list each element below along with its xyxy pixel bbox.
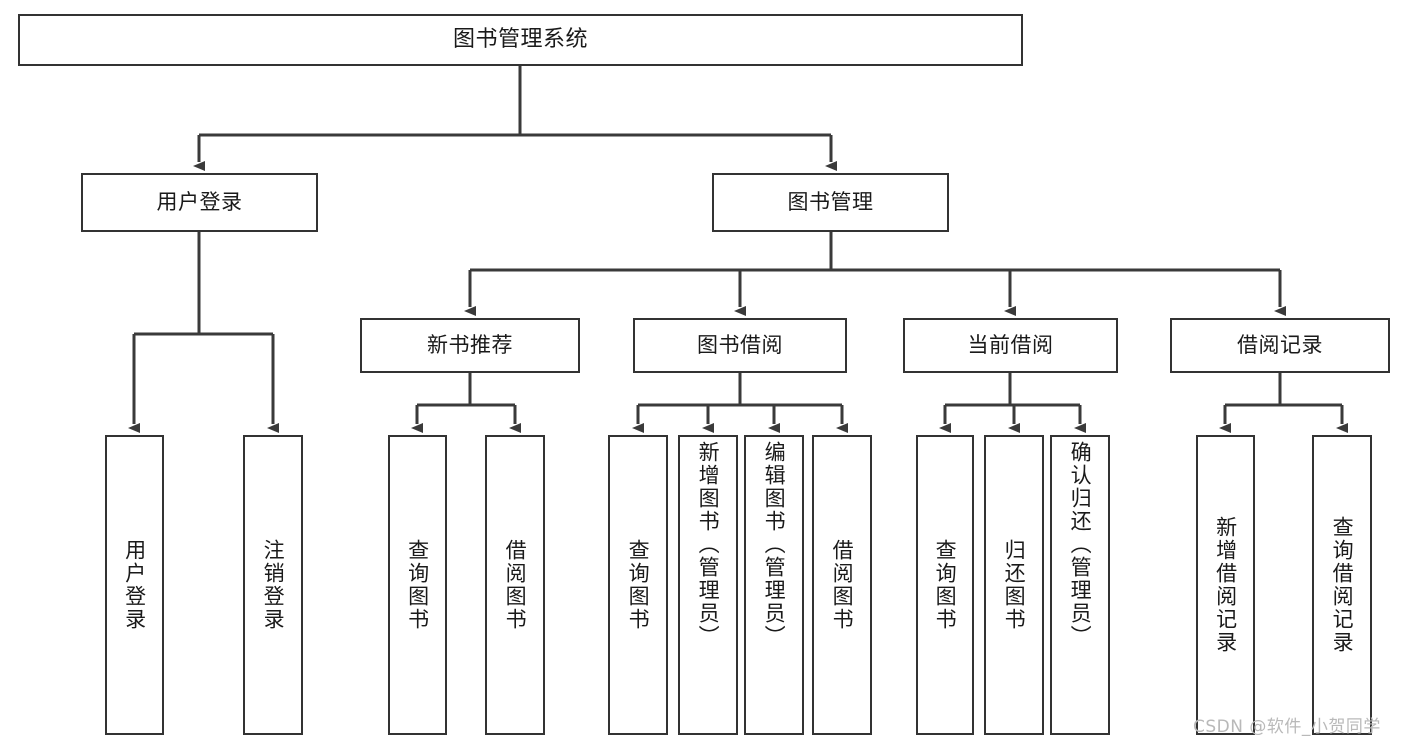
node-leaf-logout-label: 注销登录 xyxy=(261,539,286,631)
node-book-manage-label: 图书管理 xyxy=(787,190,874,215)
node-user-login-label: 用户登录 xyxy=(156,190,243,215)
node-leaf-borrow-book-2-label: 借阅图书 xyxy=(830,539,855,631)
node-leaf-logout[interactable]: 注销登录 xyxy=(243,435,303,735)
node-borrow-record[interactable]: 借阅记录 xyxy=(1170,318,1390,373)
node-leaf-edit-book[interactable]: 编辑图书（管理员） xyxy=(744,435,804,735)
node-leaf-user-login-label: 用户登录 xyxy=(122,539,147,631)
node-borrow-record-label: 借阅记录 xyxy=(1237,333,1323,358)
node-new-book-rec[interactable]: 新书推荐 xyxy=(360,318,580,373)
node-leaf-add-book-label: 新增图书（管理员） xyxy=(696,441,721,648)
node-leaf-borrow-book-2[interactable]: 借阅图书 xyxy=(812,435,872,735)
node-leaf-borrow-book-1-label: 借阅图书 xyxy=(503,539,528,631)
node-leaf-query-book-3[interactable]: 查询图书 xyxy=(916,435,974,735)
node-leaf-confirm-return[interactable]: 确认归还（管理员） xyxy=(1050,435,1110,735)
node-user-login[interactable]: 用户登录 xyxy=(81,173,318,232)
node-leaf-query-book-2-label: 查询图书 xyxy=(626,539,651,631)
node-root-label: 图书管理系统 xyxy=(452,27,588,53)
node-leaf-add-record[interactable]: 新增借阅记录 xyxy=(1196,435,1255,735)
node-book-manage[interactable]: 图书管理 xyxy=(712,173,949,232)
node-leaf-return-book-label: 归还图书 xyxy=(1002,539,1027,631)
node-leaf-query-book-1[interactable]: 查询图书 xyxy=(388,435,447,735)
node-current-borrow[interactable]: 当前借阅 xyxy=(903,318,1118,373)
node-leaf-query-book-1-label: 查询图书 xyxy=(405,539,430,631)
node-leaf-query-record-label: 查询借阅记录 xyxy=(1330,516,1355,654)
node-book-borrow-label: 图书借阅 xyxy=(697,333,783,358)
node-current-borrow-label: 当前借阅 xyxy=(967,333,1054,358)
node-leaf-confirm-return-label: 确认归还（管理员） xyxy=(1068,441,1093,648)
node-leaf-edit-book-label: 编辑图书（管理员） xyxy=(762,441,787,648)
node-leaf-add-record-label: 新增借阅记录 xyxy=(1213,516,1238,654)
node-new-book-rec-label: 新书推荐 xyxy=(427,333,513,358)
node-leaf-query-book-2[interactable]: 查询图书 xyxy=(608,435,668,735)
node-leaf-borrow-book-1[interactable]: 借阅图书 xyxy=(485,435,545,735)
node-book-borrow[interactable]: 图书借阅 xyxy=(633,318,847,373)
node-leaf-user-login[interactable]: 用户登录 xyxy=(105,435,164,735)
node-leaf-return-book[interactable]: 归还图书 xyxy=(984,435,1044,735)
node-leaf-add-book[interactable]: 新增图书（管理员） xyxy=(678,435,738,735)
node-leaf-query-book-3-label: 查询图书 xyxy=(933,539,958,631)
node-leaf-query-record[interactable]: 查询借阅记录 xyxy=(1312,435,1372,735)
node-root[interactable]: 图书管理系统 xyxy=(18,14,1023,66)
watermark-text: CSDN @软件_小贺同学 xyxy=(1193,717,1381,737)
